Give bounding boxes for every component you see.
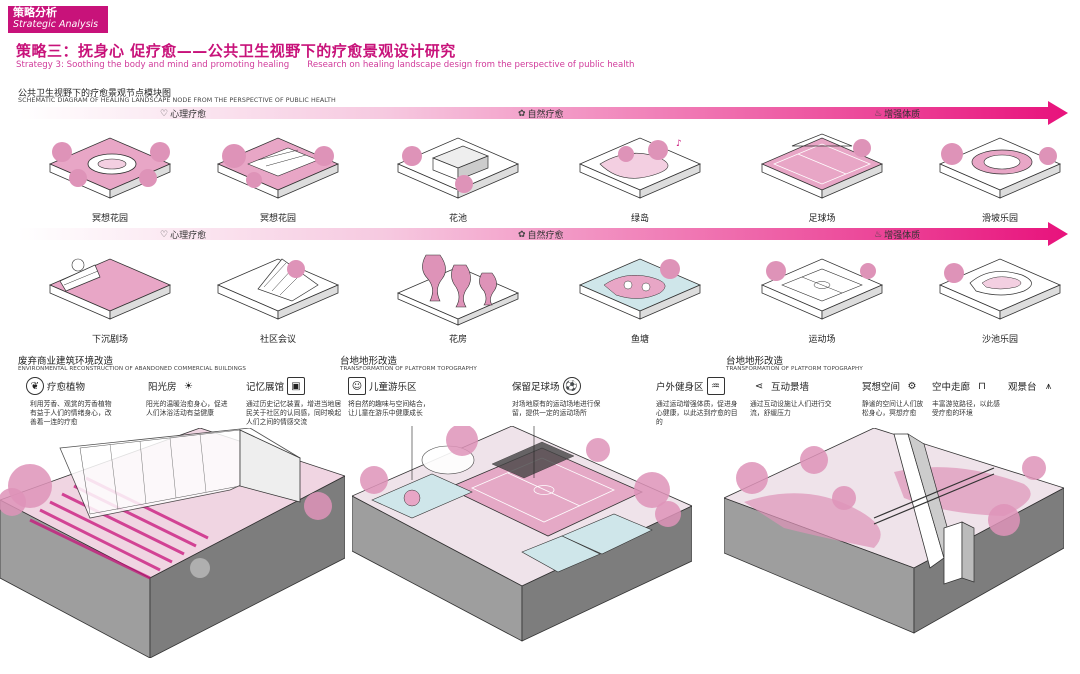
page-subtitle: Strategy 3: Soothing the body and mind a… — [16, 60, 634, 70]
nature-icon: ✿ — [518, 108, 526, 119]
node-illustration — [396, 254, 520, 326]
football-icon: ⚽ — [562, 377, 581, 395]
node-illustration — [216, 258, 340, 320]
feature-desc: 丰富游览路径，以此感受疗愈的环境 — [932, 400, 1000, 417]
nature-icon: ✿ — [518, 229, 526, 240]
node-illustration — [760, 258, 884, 320]
section-subtitle: TRANSFORMATION OF PLATFORM TOPOGRAPHY — [340, 366, 477, 372]
subtitle-right: Research on healing landscape design fro… — [307, 60, 635, 70]
node-module: 滑坡乐园 — [930, 128, 1070, 224]
heart-icon: ♡ — [160, 108, 169, 119]
feature-desc: 静谧的空间让人们放松身心，冥想疗愈 — [862, 400, 924, 417]
node-illustration — [396, 137, 520, 199]
node-module: ♪ 绿岛 — [570, 128, 710, 224]
progress-arrow-2 — [18, 221, 1068, 247]
feature-item: 户外健身区 ♒ — [656, 377, 725, 395]
node-illustration: ♪ — [578, 137, 702, 199]
node-module: 沙池乐园 — [930, 249, 1070, 345]
node-illustration — [578, 258, 702, 320]
child-icon: ☺ — [348, 377, 366, 395]
node-illustration — [760, 133, 884, 199]
node-illustration — [48, 137, 172, 199]
feature-item: ⋖ 互动景墙 — [750, 377, 809, 395]
section-tag: 策略分析 Strategic Analysis — [8, 6, 108, 33]
feature-desc: 对场地原有的运动场地进行保留，提供一定的运动场所 — [512, 400, 601, 417]
stage-label: ✿自然疗愈 — [518, 229, 564, 242]
feature-desc: 通过历史记忆装置，增进当地居民关于社区的认同感，同时唤起人们之间的情感交流 — [246, 400, 342, 426]
scene-platform-terrain-1 — [352, 426, 692, 646]
tower-icon: ⩚ — [1039, 377, 1058, 395]
stage-label: ♡心理疗愈 — [160, 229, 207, 242]
feature-desc: 将自然的趣味与空间结合，让儿童在游乐中健康成长 — [348, 400, 430, 417]
section-subtitle: ENVIRONMENTAL RECONSTRUCTION OF ABANDONE… — [18, 366, 247, 372]
section-title: 台地地形改造 — [726, 356, 784, 367]
feature-item: 空中走廊 ⊓ — [932, 377, 992, 395]
strength-icon: ♨ — [874, 108, 883, 119]
feature-item: ❦ 疗愈植物 — [26, 377, 85, 395]
node-label: 下沉剧场 — [91, 335, 128, 345]
stage-label: ♨增强体质 — [874, 108, 921, 121]
heart-icon: ♡ — [160, 229, 169, 240]
diagram-title: 公共卫生视野下的疗愈景观节点模块图 — [18, 89, 172, 99]
section-title: 废弃商业建筑环境改造 — [18, 356, 114, 367]
node-module: 冥想花园 — [40, 128, 180, 224]
feature-item: 阳光房 ☀ — [148, 377, 198, 395]
node-label: 运动场 — [808, 335, 836, 345]
node-label: 花池 — [448, 214, 467, 224]
node-illustration — [216, 137, 340, 199]
feature-item: 冥想空间 ⚙ — [862, 377, 922, 395]
section-title: 台地地形改造 — [340, 356, 398, 367]
node-label: 花房 — [448, 335, 467, 345]
section-tag-zh: 策略分析 — [13, 6, 57, 19]
stage-label: ♨增强体质 — [874, 229, 921, 242]
node-label: 冥想花园 — [91, 214, 128, 224]
node-module: 花池 — [388, 128, 528, 224]
node-label: 足球场 — [808, 214, 836, 224]
share-icon: ⋖ — [750, 377, 768, 395]
feature-desc: 通过运动增强体质，促进身心健康，以此达到疗愈的目的 — [656, 400, 738, 426]
leaf-icon: ❦ — [26, 377, 44, 395]
node-module: 运动场 — [752, 249, 892, 345]
progress-arrow-1 — [18, 100, 1068, 126]
feature-item: 保留足球场 ⚽ — [512, 377, 581, 395]
node-module: 足球场 — [752, 128, 892, 224]
node-module: 花房 — [388, 249, 528, 345]
scene-commercial-building — [0, 428, 345, 658]
node-label: 社区会议 — [259, 335, 296, 345]
node-label: 冥想花园 — [259, 214, 296, 224]
subtitle-left: Strategy 3: Soothing the body and mind a… — [16, 60, 290, 70]
gear-icon: ⚙ — [903, 377, 922, 395]
feature-item: 观景台 ⩚ — [1008, 377, 1058, 395]
page-title: 策略三：抚身心 促疗愈——公共卫生视野下的疗愈景观设计研究 — [16, 42, 456, 60]
node-module: 鱼塘 — [570, 249, 710, 345]
feature-item: 记忆展馆 ▣ — [246, 377, 306, 395]
node-label: 滑坡乐园 — [981, 214, 1018, 224]
diagram-subtitle: SCHEMATIC DIAGRAM OF HEALING LANDSCAPE N… — [18, 97, 336, 104]
section-tag-en: Strategic Analysis — [13, 19, 99, 30]
section-subtitle: TRANSFORMATION OF PLATFORM TOPOGRAPHY — [726, 366, 863, 372]
sun-icon: ☀ — [179, 377, 198, 395]
node-illustration — [938, 137, 1062, 199]
fitness-icon: ♒ — [706, 377, 725, 395]
node-module: 下沉剧场 — [40, 249, 180, 345]
node-illustration — [938, 258, 1062, 320]
strength-icon: ♨ — [874, 229, 883, 240]
node-label: 绿岛 — [630, 214, 649, 224]
feature-desc: 阳光的温暖治愈身心，促进人们沐浴活动有益健康 — [146, 400, 228, 417]
stage-label: ♡心理疗愈 — [160, 108, 207, 121]
feature-desc: 通过互动设施让人们进行交流，舒缓压力 — [750, 400, 832, 417]
scene-platform-terrain-2 — [724, 428, 1064, 638]
node-label: 沙池乐园 — [981, 335, 1018, 345]
gallery-icon: ▣ — [287, 377, 306, 395]
node-illustration — [48, 258, 172, 320]
feature-desc: 利用芳香、观赏的芳香植物有益于人们的情绪身心，改善着一连的疗愈 — [30, 400, 112, 426]
feature-item: ☺ 儿童游乐区 — [348, 377, 417, 395]
svg-text:♪: ♪ — [676, 139, 682, 149]
node-module: 冥想花园 — [208, 128, 348, 224]
node-module: 社区会议 — [208, 249, 348, 345]
bench-icon: ⊓ — [973, 377, 992, 395]
node-label: 鱼塘 — [630, 335, 649, 345]
stage-label: ✿自然疗愈 — [518, 108, 564, 121]
